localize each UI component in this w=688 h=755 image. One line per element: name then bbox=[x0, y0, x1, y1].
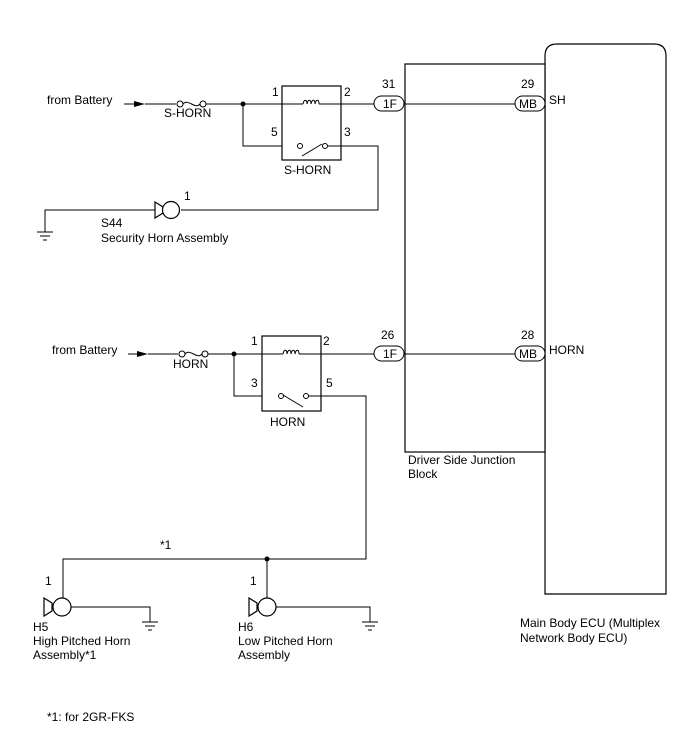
upper-relay-pin1: 1 bbox=[272, 85, 279, 99]
upper-relay-pin2: 2 bbox=[344, 85, 351, 99]
low-horn-name-line2: Assembly bbox=[238, 648, 290, 662]
ecu-name-line2: Network Body ECU) bbox=[520, 631, 627, 645]
security-horn-name: Security Horn Assembly bbox=[101, 231, 228, 245]
upper-relay-pin3: 3 bbox=[344, 125, 351, 139]
upper-relay-pin5: 5 bbox=[271, 125, 278, 139]
upper-ecu-pin: 29 bbox=[521, 77, 535, 91]
high-horn-ground-icon bbox=[142, 621, 158, 631]
upper-ecu-connector bbox=[514, 95, 546, 112]
lower-relay-coil-icon bbox=[282, 349, 300, 355]
ecu-name-line1: Main Body ECU (Multiplex bbox=[520, 616, 660, 630]
lower-relay-pin5: 5 bbox=[326, 376, 333, 390]
high-horn-code: H5 bbox=[33, 620, 49, 634]
lower-circuit: from Battery HORN 1 2 3 5 HORN *1 26 bbox=[52, 328, 584, 607]
junction-block-box bbox=[404, 63, 546, 453]
upper-source-arrow bbox=[134, 101, 145, 107]
lower-relay-box bbox=[261, 335, 322, 412]
lower-ecu-connector bbox=[514, 345, 546, 362]
upper-ecu-connector-label: MB bbox=[519, 97, 537, 111]
lower-source-label: from Battery bbox=[52, 343, 117, 357]
lower-ecu-pin: 28 bbox=[521, 328, 535, 342]
lower-relay-label: HORN bbox=[270, 415, 305, 429]
security-horn-code: S44 bbox=[101, 216, 123, 230]
lower-jb-connector bbox=[373, 345, 405, 362]
low-horn-code: H6 bbox=[238, 620, 254, 634]
upper-relay-coil-icon bbox=[302, 99, 320, 105]
upper-jb-connector bbox=[373, 95, 405, 112]
upper-source-label: from Battery bbox=[47, 93, 112, 107]
high-horn-pin: 1 bbox=[45, 574, 52, 588]
upper-fuse-label: S-HORN bbox=[164, 106, 211, 120]
upper-ground-icon bbox=[37, 231, 53, 241]
lower-ecu-connector-label: MB bbox=[519, 347, 537, 361]
lower-relay-switch-icon bbox=[282, 394, 304, 408]
lower-ecu-terminal: HORN bbox=[549, 343, 584, 357]
upper-circuit: from Battery S-HORN 1 2 5 3 S-HORN bbox=[37, 77, 566, 245]
upper-relay-switch-icon bbox=[301, 143, 323, 157]
lower-relay-pin2: 2 bbox=[323, 334, 330, 348]
upper-jb-pin: 31 bbox=[382, 77, 396, 91]
lower-jb-pin: 26 bbox=[381, 328, 395, 342]
lower-branch-note: *1 bbox=[160, 538, 172, 552]
upper-relay-box bbox=[281, 85, 342, 161]
low-horn-icon bbox=[248, 596, 277, 618]
low-horn-name-line1: Low Pitched Horn bbox=[238, 634, 333, 648]
upper-relay-label: S-HORN bbox=[284, 163, 331, 177]
low-horn-ground-icon bbox=[362, 621, 378, 631]
upper-ecu-terminal: SH bbox=[549, 93, 566, 107]
lower-fuse-label: HORN bbox=[173, 357, 208, 371]
upper-fuse-icon bbox=[176, 100, 207, 108]
junction-block-name-line2: Block bbox=[408, 467, 438, 481]
low-horn-pin: 1 bbox=[250, 574, 257, 588]
security-horn-icon bbox=[154, 200, 181, 220]
lower-jb-connector-label: 1F bbox=[383, 347, 397, 361]
low-horn: 1 H6 Low Pitched Horn Assembly bbox=[238, 574, 378, 662]
lower-relay-pin3: 3 bbox=[251, 376, 258, 390]
high-horn-name-line1: High Pitched Horn bbox=[33, 634, 130, 648]
footnote: *1: for 2GR-FKS bbox=[47, 710, 134, 724]
high-horn: 1 H5 High Pitched Horn Assembly*1 bbox=[33, 574, 158, 662]
security-horn-pin: 1 bbox=[184, 189, 191, 203]
high-horn-name-line2: Assembly*1 bbox=[33, 648, 97, 662]
lower-relay-pin1: 1 bbox=[251, 334, 258, 348]
high-horn-icon bbox=[43, 596, 72, 618]
junction-block-name-line1: Driver Side Junction bbox=[408, 453, 515, 467]
lower-source-arrow bbox=[137, 351, 148, 357]
main-body-ecu-box bbox=[544, 43, 667, 595]
upper-jb-connector-label: 1F bbox=[383, 97, 397, 111]
